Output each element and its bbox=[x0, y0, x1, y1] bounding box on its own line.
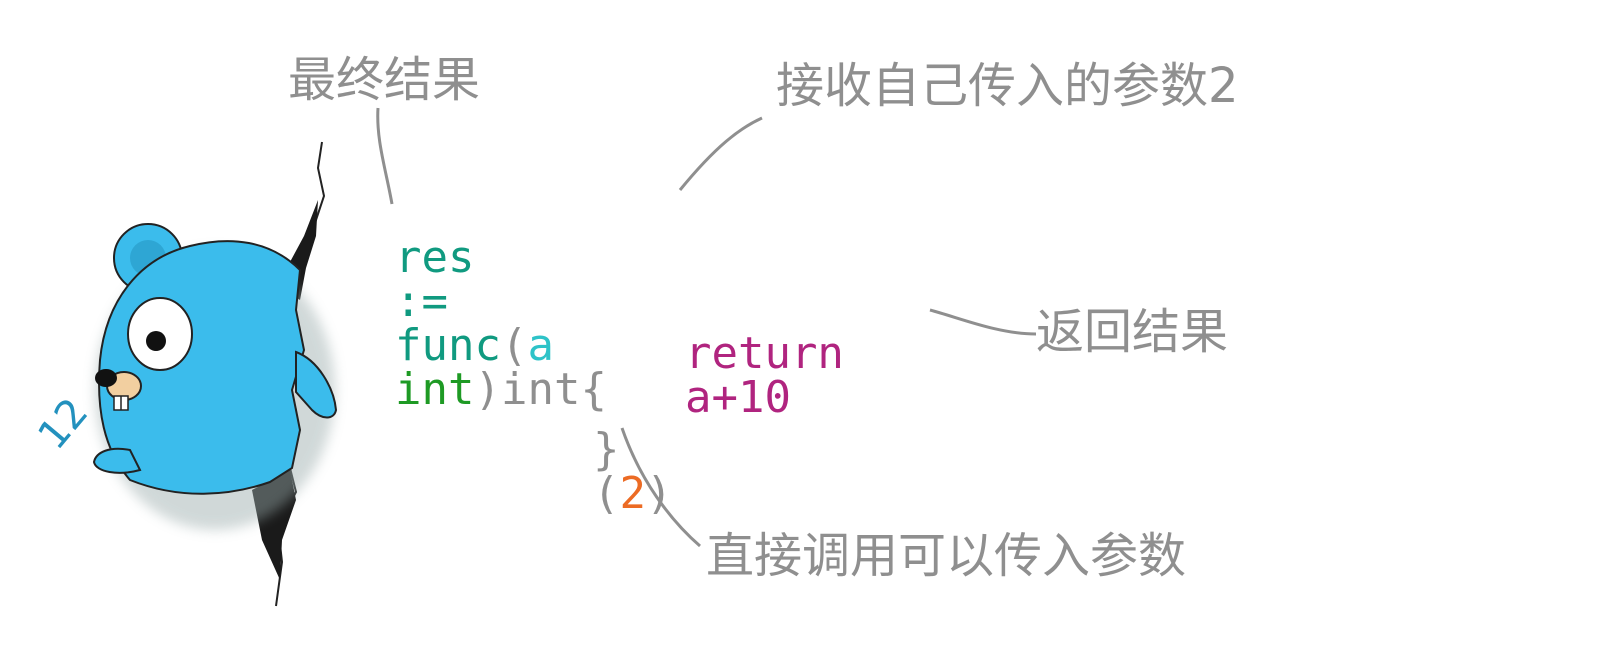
gopher-pupil bbox=[146, 331, 166, 351]
code-func-keyword: func bbox=[394, 320, 501, 371]
annotation-return-result: 返回结果 bbox=[1036, 304, 1229, 360]
gopher-right-arm bbox=[295, 350, 338, 419]
code-close-paren: ) bbox=[474, 364, 501, 415]
code-return-type: int bbox=[500, 364, 581, 415]
code-open-brace: { bbox=[580, 364, 607, 415]
code-call-open-paren: ( bbox=[592, 468, 620, 519]
code-call-argument: 2 bbox=[619, 468, 646, 519]
leader-line-final-result bbox=[376, 107, 394, 205]
code-assign-operator: := bbox=[394, 276, 448, 327]
code-return-expression: a+10 bbox=[684, 372, 791, 423]
annotation-direct-call: 直接调用可以传入参数 bbox=[706, 528, 1187, 584]
code-param-name: a bbox=[527, 320, 554, 371]
code-return-keyword: return bbox=[684, 328, 844, 379]
code-close-brace: } bbox=[592, 424, 620, 475]
leader-line-direct-call bbox=[620, 427, 701, 548]
leader-line-return-result bbox=[929, 308, 1037, 336]
code-line-3: } (2) bbox=[540, 384, 673, 519]
annotation-final-result: 最终结果 bbox=[288, 52, 481, 108]
gopher-left-arm bbox=[92, 447, 142, 474]
gopher-nose bbox=[95, 369, 117, 387]
gopher-mascot-icon bbox=[92, 223, 338, 495]
leader-line-receive-param bbox=[678, 116, 763, 191]
code-call-close-paren: ) bbox=[645, 468, 673, 519]
code-line-2: return a+10 bbox=[632, 288, 844, 420]
code-line-1: res := func(a int)int{ bbox=[342, 192, 607, 412]
annotation-receive-param: 接收自己传入的参数2 bbox=[776, 58, 1239, 114]
code-param-type: int bbox=[394, 364, 475, 415]
code-res-identifier: res bbox=[394, 232, 475, 283]
code-open-paren: ( bbox=[500, 320, 528, 371]
